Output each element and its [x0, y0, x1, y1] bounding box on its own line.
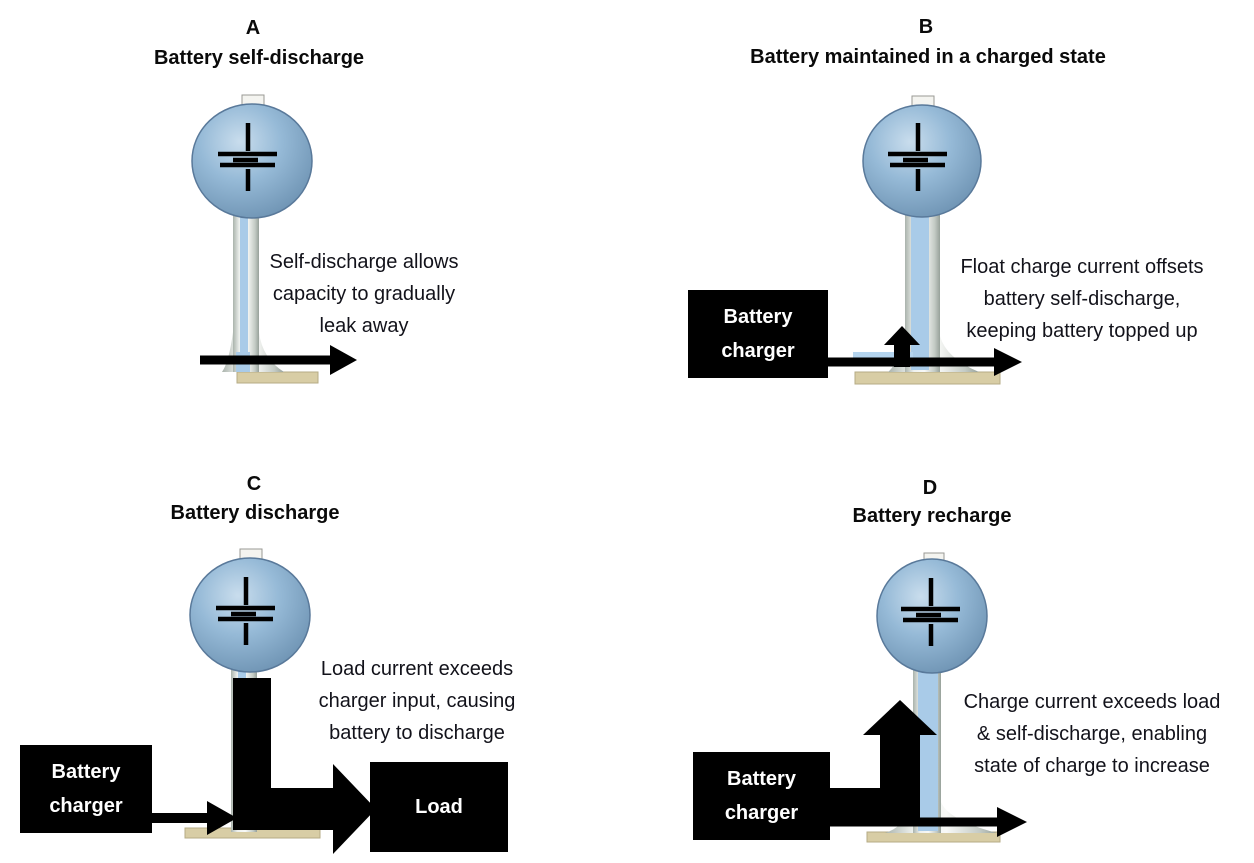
load-current-arrow-icon-d	[830, 807, 1027, 837]
panel-d-letter: D	[922, 477, 938, 499]
panel-a-caption: Self-discharge allows capacity to gradua…	[270, 246, 459, 342]
battery-charger-box-d: Battery charger	[693, 752, 830, 840]
panel-d-title: Battery recharge	[852, 505, 1012, 527]
panel-b-letter: B	[918, 16, 934, 38]
caption-line: capacity to gradually	[272, 283, 456, 305]
panel-c-letter: C	[246, 473, 262, 495]
battery-charger-box-c: Battery charger	[20, 745, 152, 833]
load-box-c: Load	[370, 762, 508, 852]
battery-charger-label: Battery	[51, 761, 121, 783]
leak-arrow-icon-a	[200, 345, 357, 375]
caption-line: charger input, causing	[318, 690, 516, 712]
panel-b-caption: Float charge current offsets battery sel…	[960, 251, 1203, 347]
charger-current-arrow-icon-b	[824, 348, 1022, 376]
panel-a-title: Battery self-discharge	[153, 47, 365, 69]
caption-line: leak away	[319, 315, 409, 337]
load-label: Load	[415, 796, 463, 818]
battery-charger-label: charger	[724, 802, 799, 824]
caption-line: Load current exceeds	[320, 658, 514, 680]
panel-a-letter: A	[245, 17, 261, 39]
battery-charger-label: charger	[49, 795, 123, 817]
battery-charger-box-b: Battery charger	[688, 290, 828, 378]
caption-line: state of charge to increase	[974, 755, 1210, 777]
panel-b-title: Battery maintained in a charged state	[750, 46, 1106, 68]
caption-line: Charge current exceeds load	[963, 691, 1221, 713]
charger-input-arrow-icon-c	[152, 801, 237, 835]
panel-d-caption: Charge current exceeds load & self-disch…	[964, 686, 1221, 782]
battery-charger-label: charger	[721, 340, 795, 362]
load-current-arrow-icon-c	[233, 764, 376, 854]
caption-line: Self-discharge allows	[269, 251, 459, 273]
charge-up-arrow-icon-d	[863, 700, 937, 825]
battery-balloon-icon-a	[191, 94, 319, 384]
battery-charger-label: Battery	[723, 306, 793, 328]
caption-line: battery self-discharge,	[983, 288, 1181, 310]
caption-line: keeping battery topped up	[966, 320, 1198, 342]
float-charge-up-arrow-icon-b	[884, 326, 920, 367]
panel-c-caption: Load current exceeds charger input, caus…	[319, 653, 516, 749]
battery-charger-label: Battery	[727, 768, 796, 790]
caption-line: battery to discharge	[329, 722, 505, 744]
panel-c-title: Battery discharge	[170, 502, 340, 524]
caption-line: & self-discharge, enabling	[976, 723, 1208, 745]
caption-line: Float charge current offsets	[960, 256, 1204, 278]
